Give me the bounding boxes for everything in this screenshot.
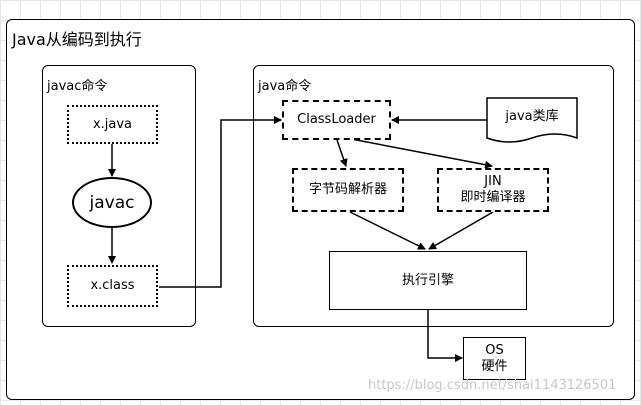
node-classloader: ClassLoader [282, 100, 391, 140]
node-jit-compiler-line1: JIN [484, 174, 502, 189]
node-bytecode-file: x.class [67, 265, 158, 307]
node-jit-compiler: JIN 即时编译器 [437, 168, 549, 212]
node-java-library-label: java类库 [505, 109, 559, 124]
node-os-hardware-line1: OS [485, 342, 504, 358]
java-panel-label: java命令 [258, 79, 312, 94]
arrow-bytecode-to-classloader [159, 116, 282, 288]
arrow-classloader-to-jit [345, 137, 493, 169]
node-os-hardware-line2: 硬件 [481, 358, 508, 374]
node-java-library [486, 97, 578, 143]
node-source-file: x.java [67, 105, 158, 144]
arrow-classloader-to-interpreter [336, 139, 348, 167]
node-java-library-text: java类库 [487, 104, 577, 130]
node-execution-engine-label: 执行引擎 [401, 272, 454, 288]
watermark: https://blog.csdn.net/shai1143126501 [368, 378, 617, 393]
node-jit-compiler-line2: 即时编译器 [460, 190, 526, 205]
node-javac-compiler: javac [72, 177, 152, 228]
node-bytecode-interpreter-label: 字节码解析器 [308, 182, 387, 197]
node-source-file-label: x.java [92, 116, 133, 132]
arrow-interpreter-to-engine [349, 211, 426, 250]
node-jit-compiler-text: JIN 即时编译器 [460, 174, 525, 206]
node-classloader-label: ClassLoader [297, 112, 376, 127]
node-os-hardware-text: OS 硬件 [481, 343, 507, 375]
diagram-title: Java从编码到执行 [12, 30, 142, 49]
node-os-hardware: OS 硬件 [463, 337, 526, 380]
node-bytecode-interpreter: 字节码解析器 [292, 168, 404, 212]
arrow-jit-to-engine [428, 211, 494, 250]
javac-panel-label: javac命令 [47, 79, 108, 94]
node-execution-engine: 执行引擎 [329, 251, 527, 310]
node-bytecode-file-label: x.class [90, 278, 135, 293]
arrow-engine-to-os [427, 310, 463, 362]
node-javac-compiler-label: javac [89, 192, 135, 213]
